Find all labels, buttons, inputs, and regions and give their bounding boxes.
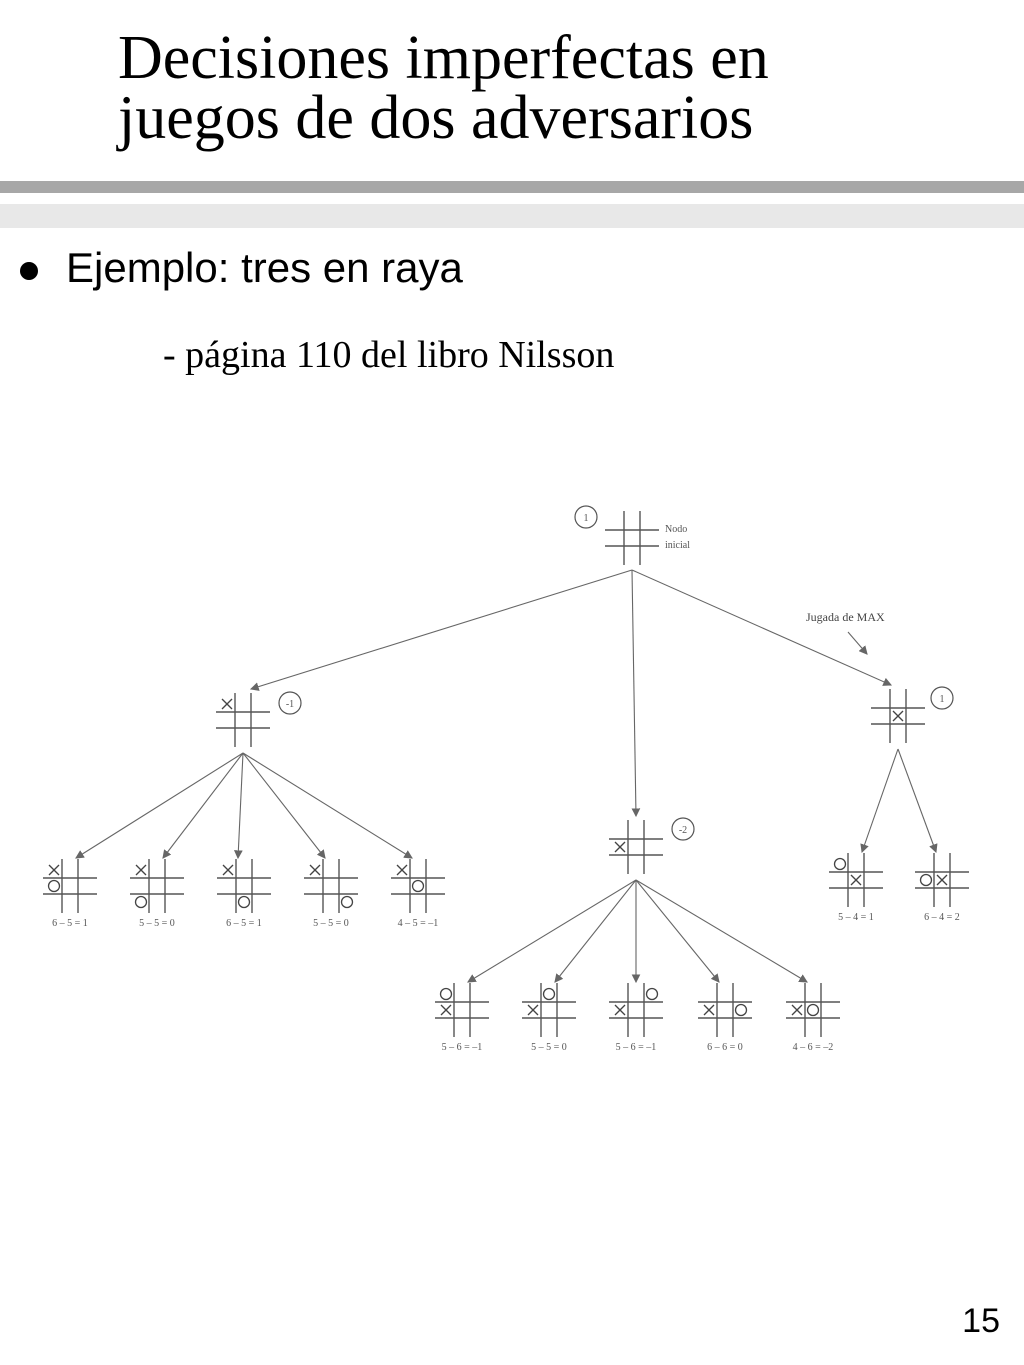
leaf-board — [130, 859, 184, 913]
child-to-leaf-arrow — [75, 752, 244, 859]
page-number: 15 — [962, 1302, 1000, 1340]
child-to-leaf-arrow — [897, 748, 938, 854]
x-mark-icon — [892, 710, 904, 722]
child-board-1 — [216, 693, 270, 747]
node-value-text: 1 — [940, 694, 945, 705]
bullet-dot-icon — [20, 262, 38, 280]
leaf-eval-text: 5 – 5 = 0 — [531, 1042, 567, 1053]
leaf-board — [609, 983, 663, 1037]
slide-title: Decisiones imperfectas en juegos de dos … — [118, 24, 998, 152]
child-to-leaf-arrow — [242, 752, 413, 859]
child-to-leaf-arrow — [860, 748, 899, 854]
title-rule-dark — [0, 181, 1024, 193]
node-value-text: -2 — [679, 825, 687, 836]
leaf-eval-text: 4 – 5 = –1 — [398, 918, 439, 929]
title-line-1: Decisiones imperfectas en — [118, 24, 769, 92]
leaf-eval-text: 6 – 6 = 0 — [707, 1042, 743, 1053]
leaf-eval-text: 5 – 4 = 1 — [838, 912, 874, 923]
node-value-text: 1 — [584, 513, 589, 524]
child-to-leaf-arrow — [242, 752, 326, 859]
child-value-3: 1 — [930, 686, 954, 710]
x-mark-icon — [48, 864, 60, 876]
node-value-circle — [671, 817, 695, 841]
title-line-2: juegos de dos adversarios — [118, 84, 754, 152]
leaf-board — [698, 983, 752, 1037]
node-value-circle — [278, 691, 302, 715]
x-mark-icon — [222, 864, 234, 876]
child-to-leaf-arrow — [635, 879, 808, 983]
x-mark-icon — [791, 1004, 803, 1016]
x-mark-icon — [614, 1004, 626, 1016]
leaf-eval-text: 4 – 6 = –2 — [793, 1042, 834, 1053]
o-mark-icon — [833, 857, 847, 871]
o-mark-icon — [806, 1003, 820, 1017]
child-value-1: -1 — [278, 691, 302, 715]
node-value-text: -1 — [286, 699, 294, 710]
leaf-eval-text: 6 – 4 = 2 — [924, 912, 960, 923]
leaf-eval-text: 5 – 6 = –1 — [442, 1042, 483, 1053]
leaf-board — [522, 983, 576, 1037]
leaf-eval-text: 5 – 5 = 0 — [313, 918, 349, 929]
title-rule-light — [0, 204, 1024, 228]
x-mark-icon — [221, 698, 233, 710]
x-mark-icon — [309, 864, 321, 876]
o-mark-icon — [340, 895, 354, 909]
x-mark-icon — [850, 874, 862, 886]
root-value: 1 — [574, 505, 598, 529]
child-to-leaf-arrow — [233, 752, 244, 860]
leaf-eval-text: 5 – 5 = 0 — [139, 918, 175, 929]
max-move-label: Jugada de MAX — [806, 610, 885, 624]
x-mark-icon — [440, 1004, 452, 1016]
child-board-2 — [609, 820, 663, 874]
bullet-text: Ejemplo: tres en raya — [66, 244, 463, 291]
o-mark-icon — [542, 987, 556, 1001]
child-board-3 — [871, 689, 925, 743]
root-board — [605, 511, 659, 565]
o-mark-icon — [439, 987, 453, 1001]
x-mark-icon — [135, 864, 147, 876]
x-mark-icon — [396, 864, 408, 876]
leaf-board — [391, 859, 445, 913]
x-mark-icon — [614, 841, 626, 853]
child-value-2: -2 — [671, 817, 695, 841]
child-to-leaf-arrow — [635, 879, 720, 983]
o-mark-icon — [47, 879, 61, 893]
leaf-board — [829, 853, 883, 907]
leaf-board — [915, 853, 969, 907]
child-to-leaf-arrow — [467, 879, 637, 983]
o-mark-icon — [134, 895, 148, 909]
leaf-eval-text: 6 – 5 = 1 — [52, 918, 88, 929]
leaf-board — [435, 983, 489, 1037]
x-mark-icon — [527, 1004, 539, 1016]
max-move-pointer-arrow — [847, 631, 868, 655]
root-to-child-arrow — [631, 569, 893, 686]
o-mark-icon — [734, 1003, 748, 1017]
o-mark-icon — [645, 987, 659, 1001]
root-note-line2: inicial — [665, 540, 690, 551]
x-mark-icon — [703, 1004, 715, 1016]
node-value-circle — [930, 686, 954, 710]
leaf-board — [43, 859, 97, 913]
root-to-child-arrow — [631, 569, 641, 818]
root-note-line1: Nodo — [665, 524, 687, 535]
x-mark-icon — [936, 874, 948, 886]
leaf-board — [217, 859, 271, 913]
leaf-eval-text: 5 – 6 = –1 — [616, 1042, 657, 1053]
o-mark-icon — [919, 873, 933, 887]
child-to-leaf-arrow — [162, 752, 244, 859]
node-value-circle — [574, 505, 598, 529]
o-mark-icon — [411, 879, 425, 893]
leaf-board — [304, 859, 358, 913]
subtext: - página 110 del libro Nilsson — [163, 334, 615, 376]
root-to-child-arrow — [249, 569, 633, 691]
o-mark-icon — [237, 895, 251, 909]
leaf-eval-text: 6 – 5 = 1 — [226, 918, 262, 929]
leaf-board — [786, 983, 840, 1037]
child-to-leaf-arrow — [554, 879, 637, 983]
